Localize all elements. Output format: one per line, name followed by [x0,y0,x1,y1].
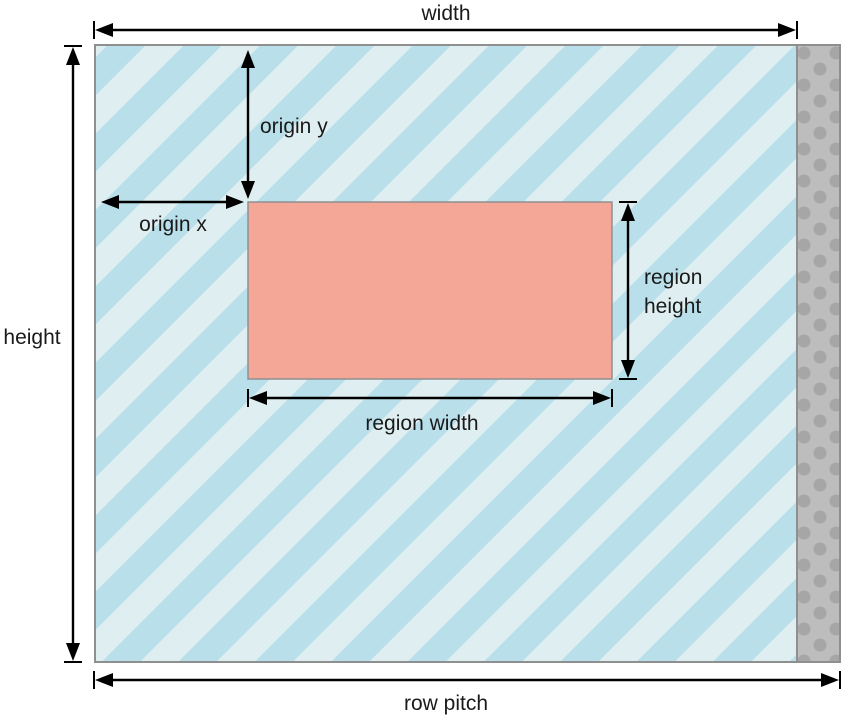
height-arrow-bottom [66,643,80,661]
width-label: width [420,2,470,25]
region-width-arrow-right [593,391,611,405]
height-label-backdrop [0,323,70,351]
region-rectangle [247,201,613,380]
row-pitch-arrow-right [821,673,839,687]
origin-y-arrow-bottom [241,181,255,199]
width-arrow-right [778,23,796,37]
region-height-label-line2: height [644,295,701,318]
region-width-label: region width [365,412,478,435]
origin-x-dimension: origin x [101,195,244,236]
row-pitch-dimension: row pitch [93,671,841,715]
height-label: height [3,326,60,349]
region-width-arrow-left [249,391,267,405]
region-height-label-line1: region [644,266,702,289]
row-pitch-label: row pitch [404,692,488,715]
row-pitch-arrow-left [95,673,113,687]
region-height-dimension: region height [619,201,702,380]
region-height-arrow-top [621,203,635,221]
width-arrow-left [95,23,113,37]
region-width-dimension: region width [247,389,613,435]
region-height-arrow-bottom [621,360,635,378]
height-dimension: height [0,45,82,663]
height-arrow-top [66,47,80,65]
origin-x-label: origin x [139,213,207,236]
origin-x-arrow-left [101,195,119,209]
origin-y-dimension: origin y [241,50,328,199]
width-dimension: width [93,2,798,39]
origin-x-arrow-right [226,195,244,209]
origin-y-arrow-top [241,50,255,68]
origin-y-label: origin y [260,115,328,138]
row-padding-area [796,44,841,663]
